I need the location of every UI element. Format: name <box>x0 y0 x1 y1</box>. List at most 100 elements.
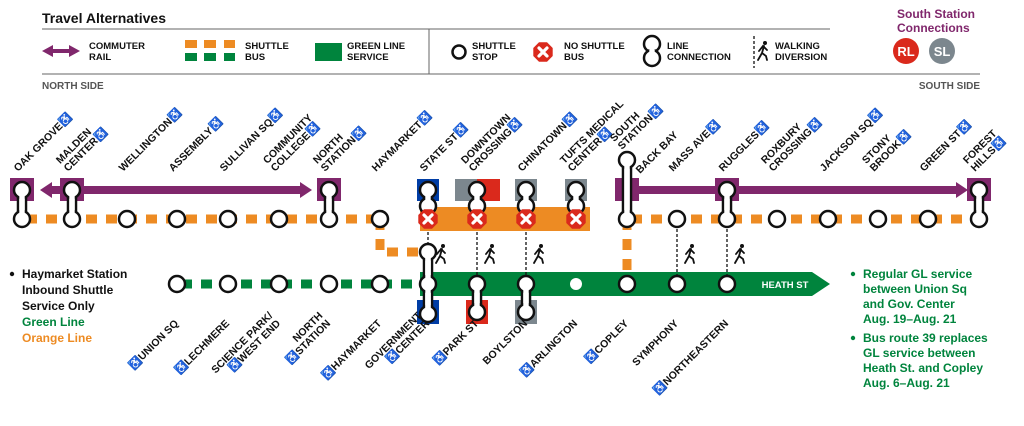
connector-fill <box>474 284 480 312</box>
orange-shuttle-bus-route <box>375 219 420 257</box>
left-note-line: Inbound Shuttle <box>22 283 114 297</box>
south-side-label: SOUTH SIDE <box>919 81 980 92</box>
station-stop <box>269 209 289 229</box>
station-name-text: BOYLSTON <box>481 318 531 368</box>
station-name: GREEN ST♿ <box>917 118 973 174</box>
right-note-line: Aug. 6–Aug. 21 <box>863 376 950 390</box>
station-label: MASS AVE♿ <box>667 118 723 174</box>
body <box>734 247 745 264</box>
station-stop <box>868 209 888 229</box>
right-note-line: Aug. 19–Aug. 21 <box>863 312 957 326</box>
right-note-line: GL service between <box>863 346 976 360</box>
x-octagon-icon <box>566 209 586 229</box>
station-name-text: COPLEY <box>592 318 631 357</box>
line-connection-icon <box>717 180 737 229</box>
connector-fill <box>425 252 431 314</box>
right-note-line: Bus route 39 replaces <box>863 331 988 345</box>
x-mark <box>471 213 483 225</box>
x-mark <box>422 213 434 225</box>
right-note-line: Regular GL service <box>863 267 972 281</box>
shuttle-stop-icon <box>451 44 467 60</box>
station-label: GREEN ST♿ <box>917 118 974 174</box>
station-stop <box>218 209 238 229</box>
station-label: STATE ST♿ <box>418 121 471 174</box>
line-connection-icon <box>319 180 339 229</box>
station-label: BOYLSTON <box>481 318 531 368</box>
walking-person-icon <box>757 41 768 61</box>
left-note-line: Haymarket Station <box>22 267 127 281</box>
bullet <box>9 271 15 277</box>
commuter-rail-arrowhead <box>300 182 312 198</box>
station-name: BOYLSTON <box>481 318 531 368</box>
station-name: SYMPHONY <box>630 318 681 369</box>
station-name-text: ASSEMBLY <box>167 125 216 174</box>
connector-fill <box>69 190 75 219</box>
station-name-text: UNION SQ <box>136 318 181 363</box>
connector-fill <box>425 190 431 206</box>
station-stop <box>167 209 187 229</box>
head <box>690 244 694 248</box>
station-name-text: ARLINGTON <box>528 318 580 370</box>
station-label: ♿UNION SQ <box>126 317 181 372</box>
line-connection-icon <box>62 180 82 229</box>
legend-shuttle-bus: SHUTTLE <box>245 41 289 52</box>
station-name: RUGGLES♿ <box>716 119 771 174</box>
station-name-text: SYMPHONY <box>630 318 681 369</box>
no-shuttle-bus-icon <box>533 42 553 62</box>
connector-fill <box>326 190 332 219</box>
commuter-rail-line <box>636 186 956 194</box>
connector-fill <box>649 44 655 58</box>
head <box>740 244 744 248</box>
station-name-text: CHINATOWN <box>516 120 570 174</box>
legend-commuter-rail: COMMUTER <box>89 41 145 52</box>
legend: Travel Alternatives COMMUTER RAIL SHUTTL… <box>42 7 980 92</box>
line-connection-icon <box>642 34 662 68</box>
south-station-connections-title: South Station <box>897 7 975 21</box>
walking-person-icon <box>757 41 768 61</box>
station-label: SYMPHONY <box>630 318 681 369</box>
station-stop <box>617 274 637 294</box>
line-connection-icon <box>617 150 637 229</box>
station-name-text: PARK ST <box>441 317 482 358</box>
station-label: ♿PARK ST <box>431 317 482 367</box>
walking-person-icon <box>484 244 495 264</box>
legend-green-line-service: SERVICE <box>347 52 389 63</box>
station-stop <box>319 274 339 294</box>
legend-shuttle-stop: STOP <box>472 52 498 63</box>
connector-fill <box>573 190 579 206</box>
body <box>757 44 768 61</box>
body <box>484 247 495 264</box>
bullet <box>850 271 856 277</box>
connector-fill <box>474 190 480 206</box>
north-side-label: NORTH SIDE <box>42 81 104 92</box>
walking-person-icon <box>684 244 695 264</box>
line-connection-icon <box>12 180 32 229</box>
station-stop <box>818 209 838 229</box>
station-name: ♿UNION SQ <box>126 317 181 372</box>
x-mark <box>537 46 549 58</box>
legend-shuttle-stop: SHUTTLE <box>472 41 516 52</box>
commuter-rail-arrow-icon <box>42 45 80 57</box>
legend-line-connection: CONNECTION <box>667 52 731 63</box>
red-line-badge: RL <box>893 38 919 64</box>
x-mark <box>520 213 532 225</box>
line-connection-icon <box>467 274 487 322</box>
station-stop <box>767 209 787 229</box>
right-note-line: and Gov. Center <box>863 297 955 311</box>
head <box>539 244 543 248</box>
commuter-rail-line <box>50 186 300 194</box>
line-connection-icon <box>642 34 662 68</box>
line-connection-icon <box>969 180 989 229</box>
station-name-text: GREEN ST <box>918 127 965 174</box>
station-stop <box>918 209 938 229</box>
legend-no-shuttle-bus: NO SHUTTLE <box>564 41 625 52</box>
station-stop <box>667 274 687 294</box>
station-stop <box>117 209 137 229</box>
head <box>490 244 494 248</box>
legend-walking-diversion: WALKING <box>775 41 820 52</box>
terminus-label: HEATH ST <box>762 280 809 291</box>
red-line-badge-label: RL <box>897 44 914 59</box>
body <box>684 247 695 264</box>
